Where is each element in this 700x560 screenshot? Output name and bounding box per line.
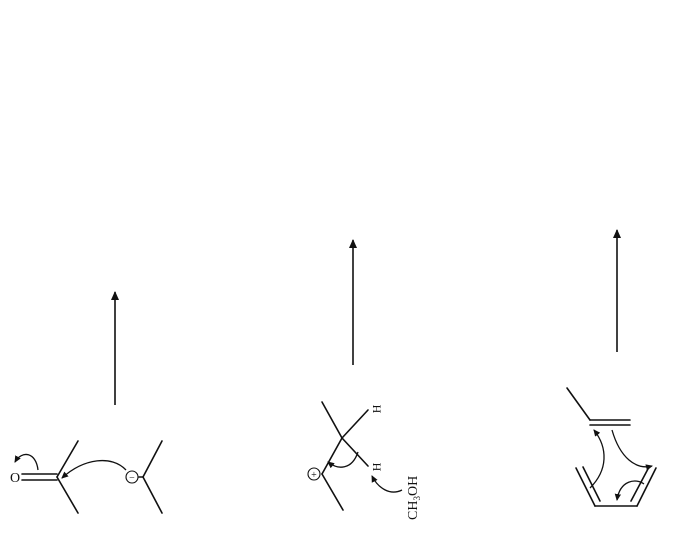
carbonyl-oxygen: O	[10, 471, 20, 486]
alkoxide: −	[125, 440, 163, 514]
svg-text:−: −	[129, 473, 135, 484]
curly-arrow-dienophile-to-diene	[611, 429, 653, 471]
diene-bond-right	[636, 467, 657, 507]
curly-arrow-methanol	[371, 475, 403, 493]
diene-bond-left-double	[582, 466, 601, 502]
curly-arrow-nucleophilic-attack	[61, 459, 127, 479]
isopropyl-bond-down	[142, 476, 163, 514]
diene-bond-left	[575, 467, 596, 507]
dienophile-bond	[566, 387, 591, 421]
positive-charge-icon	[307, 467, 321, 481]
structure-ketone-alkoxide: O −	[10, 440, 163, 514]
methyl-bond-up	[56, 440, 79, 478]
negative-charge-icon	[125, 470, 139, 484]
curly-arrow-hydride-shift	[327, 451, 359, 469]
structure-carbocation: H H + CH3OH	[307, 401, 422, 520]
structure-pericyclic	[566, 387, 657, 507]
hydrogen-bottom: H	[370, 463, 384, 472]
isopropyl-bond-up	[142, 440, 163, 478]
cation-methyl-bond	[321, 473, 344, 511]
curly-arrow-diene-to-dienophile	[589, 429, 605, 489]
methyl-bond-down	[56, 476, 79, 514]
c-cation-bond	[321, 437, 343, 475]
c-h-bond-bottom	[341, 437, 369, 467]
methanol-label: CH3OH	[406, 476, 422, 520]
diene-bond-right-double	[630, 466, 650, 502]
positive-charge-label: +	[311, 470, 317, 481]
hydrogen-top: H	[370, 405, 384, 414]
c-h-bond-top	[341, 409, 369, 439]
curly-arrow-pi-shift	[614, 480, 645, 501]
methyl-bond-top	[321, 401, 343, 439]
curly-arrow-pi-to-oxygen	[14, 453, 39, 471]
